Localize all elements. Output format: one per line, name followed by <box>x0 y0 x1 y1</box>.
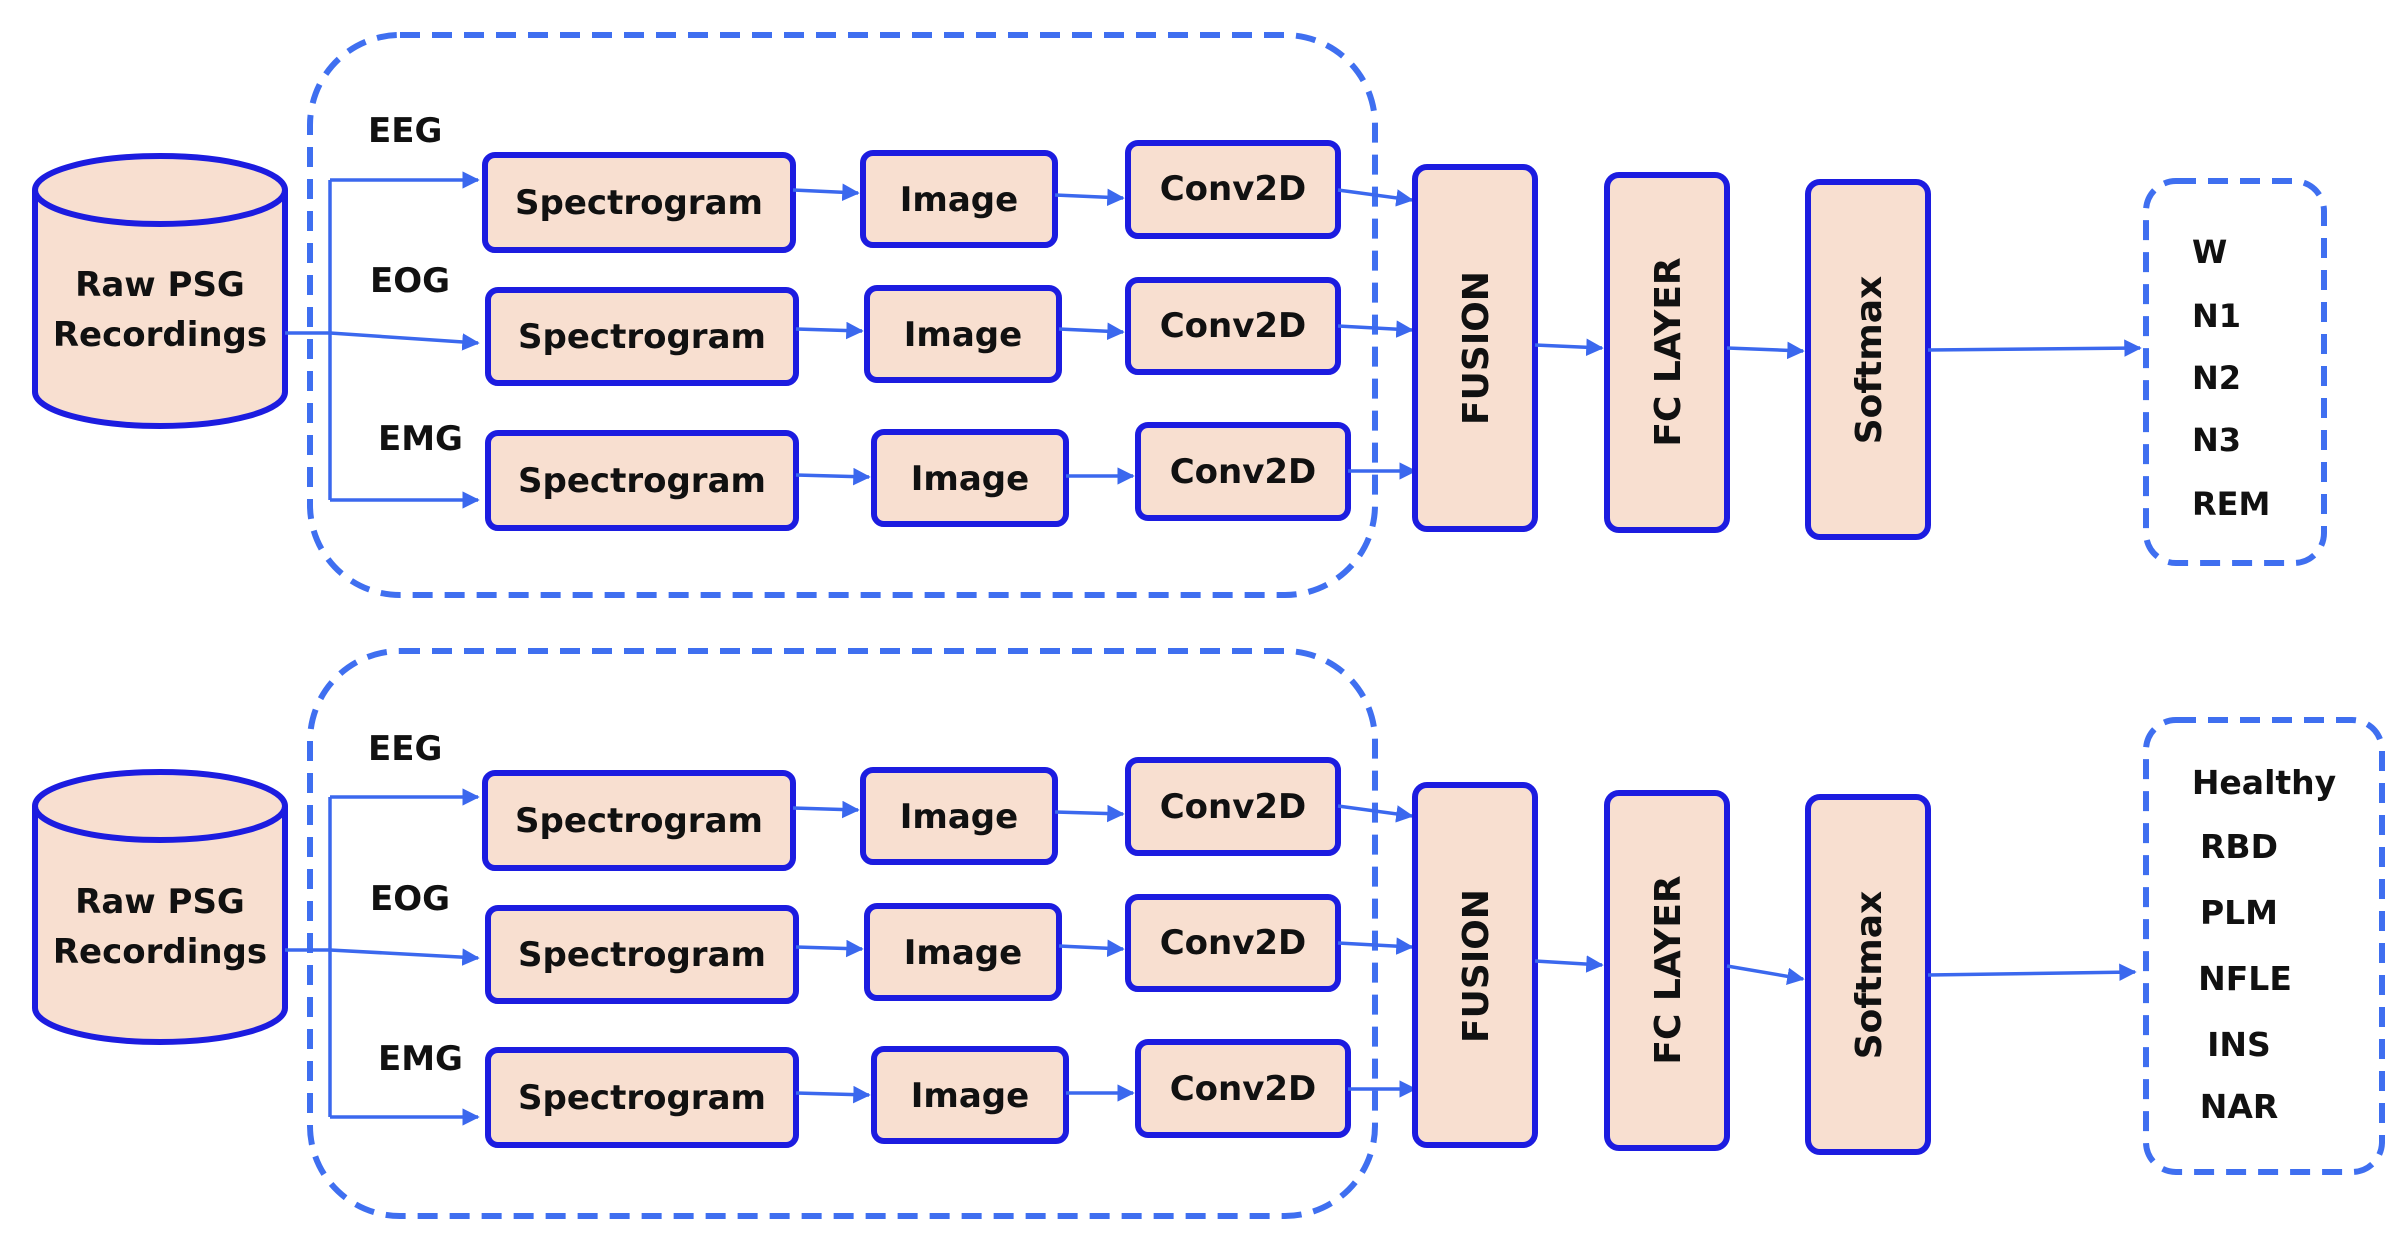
image-label: Image <box>904 315 1022 355</box>
fc-layer-label: FC LAYER <box>1648 875 1689 1064</box>
image-box <box>864 285 1062 383</box>
pipeline-bottom: Raw PSG Recordings EEG EOG EMG Spectrogr… <box>32 648 2385 1219</box>
spectrogram-box <box>485 905 799 1004</box>
image-box <box>871 1046 1069 1144</box>
channel-group-frame <box>307 648 1378 1219</box>
output-class-list: Healthy RBD PLM NFLE INS NAR <box>2192 763 2336 1126</box>
spectrogram-box <box>482 770 796 871</box>
channel-label-eog: EOG <box>370 879 450 919</box>
channel-label-eeg: EEG <box>368 111 442 151</box>
image-box <box>864 903 1062 1001</box>
output-class: Healthy <box>2192 763 2336 802</box>
image-label: Image <box>900 180 1018 220</box>
source-label-line2: Recordings <box>53 932 267 972</box>
pipeline-top: Raw PSG Recordings EEG EOG EMG Spectrogr… <box>32 32 2327 598</box>
conv2d-label: Conv2D <box>1170 452 1317 492</box>
spectrogram-label: Spectrogram <box>518 935 766 975</box>
conv2d-label: Conv2D <box>1160 306 1307 346</box>
softmax-label: Softmax <box>1849 891 1890 1060</box>
source-cylinder: Raw PSG Recordings <box>32 153 288 429</box>
output-class: PLM <box>2200 893 2278 932</box>
output-class: NAR <box>2200 1087 2279 1126</box>
conv2d-box <box>1125 140 1341 239</box>
softmax-label: Softmax <box>1849 276 1890 445</box>
output-class: INS <box>2207 1025 2271 1064</box>
image-box <box>860 150 1058 248</box>
fc-layer-label: FC LAYER <box>1648 257 1689 446</box>
channel-label-emg: EMG <box>378 1039 463 1079</box>
spectrogram-label: Spectrogram <box>515 183 763 223</box>
fc-layer-box <box>1604 790 1730 1151</box>
source-label-line1: Raw PSG <box>75 265 245 305</box>
conv2d-label: Conv2D <box>1160 923 1307 963</box>
fusion-box <box>1412 782 1538 1148</box>
fusion-label: FUSION <box>1456 889 1497 1043</box>
output-classes-frame <box>2143 717 2385 1175</box>
spectrogram-label: Spectrogram <box>518 461 766 501</box>
channel-label-emg: EMG <box>378 419 463 459</box>
conv2d-label: Conv2D <box>1160 169 1307 209</box>
fusion-label: FUSION <box>1456 271 1497 425</box>
spectrogram-box <box>485 430 799 531</box>
output-class: REM <box>2192 485 2270 523</box>
spectrogram-box <box>485 287 799 386</box>
spectrogram-label: Spectrogram <box>515 801 763 841</box>
spectrogram-label: Spectrogram <box>518 1078 766 1118</box>
channel-label-eeg: EEG <box>368 729 442 769</box>
conv2d-label: Conv2D <box>1160 787 1307 827</box>
output-class: N2 <box>2192 359 2241 397</box>
spectrogram-box <box>482 152 796 253</box>
output-classes-frame <box>2143 178 2327 566</box>
output-class: RBD <box>2200 827 2278 866</box>
output-class: W <box>2192 233 2227 271</box>
output-class-list: W N1 N2 N3 REM <box>2192 233 2270 523</box>
source-label-line1: Raw PSG <box>75 882 245 922</box>
image-label: Image <box>911 459 1029 499</box>
image-label: Image <box>911 1076 1029 1116</box>
source-label-line2: Recordings <box>53 315 267 355</box>
channel-label-eog: EOG <box>370 261 450 301</box>
fusion-box <box>1412 164 1538 532</box>
spectrogram-box <box>485 1047 799 1148</box>
fc-layer-box <box>1604 172 1730 533</box>
image-label: Image <box>904 933 1022 973</box>
spectrogram-label: Spectrogram <box>518 317 766 357</box>
output-class: NFLE <box>2198 959 2292 998</box>
image-label: Image <box>900 797 1018 837</box>
output-class: N3 <box>2192 421 2241 459</box>
image-box <box>860 767 1058 865</box>
softmax-box <box>1805 179 1931 540</box>
image-box <box>871 429 1069 527</box>
conv2d-label: Conv2D <box>1170 1069 1317 1109</box>
output-class: N1 <box>2192 297 2241 335</box>
channel-group-frame <box>307 32 1378 598</box>
source-cylinder: Raw PSG Recordings <box>32 769 288 1045</box>
